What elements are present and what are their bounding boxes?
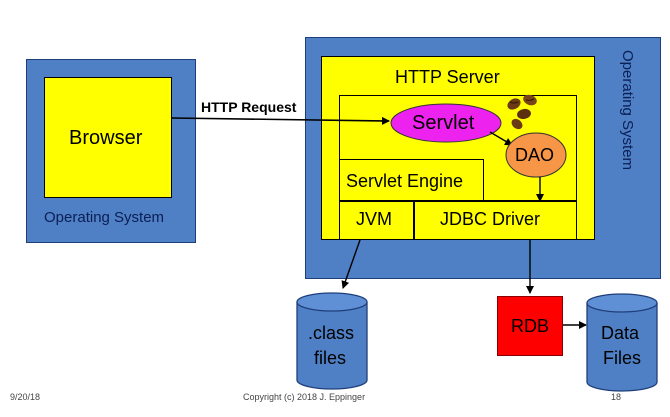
footer-date: 9/20/18: [10, 392, 41, 402]
data-files-cylinder: [586, 293, 658, 392]
class-files-cylinder: [296, 292, 368, 390]
jdbc-driver-box: [414, 201, 577, 240]
jdbc-driver-label: JDBC Driver: [440, 209, 541, 229]
jvm-box: [339, 201, 414, 240]
http-request-arrow: [171, 116, 390, 125]
jvm-label: JVM: [356, 209, 392, 229]
client-os-label: Operating System: [44, 209, 165, 226]
browser-label: Browser: [69, 127, 143, 149]
class-files-label-line2: files: [314, 348, 347, 368]
data-files-label-line2: Files: [603, 348, 642, 368]
rdb-box: [497, 296, 563, 356]
footer-copyright: Copyright (c) 2018 J. Eppinger: [243, 392, 366, 402]
class-files-label-line1: .class: [308, 323, 355, 343]
dao-label: DAO: [515, 145, 555, 165]
footer-page-number: 18: [611, 392, 622, 402]
rdb-label: RDB: [511, 316, 550, 336]
jvm-classfiles-arrow: [341, 239, 361, 289]
dao-ellipse: [505, 132, 567, 178]
http-server-label: HTTP Server: [395, 67, 500, 87]
coffee-beans-icon: [507, 94, 537, 130]
servlet-ellipse: [390, 103, 502, 143]
data-files-label-line1: Data: [601, 323, 640, 343]
servlet-engine-label: Servlet Engine: [346, 171, 464, 191]
http-request-label: HTTP Request: [201, 99, 297, 115]
servlet-label: Servlet: [412, 112, 475, 134]
browser-box: [44, 77, 172, 198]
servlet-dao-arrow: [489, 131, 513, 146]
servlet-engine-box: [339, 159, 484, 201]
